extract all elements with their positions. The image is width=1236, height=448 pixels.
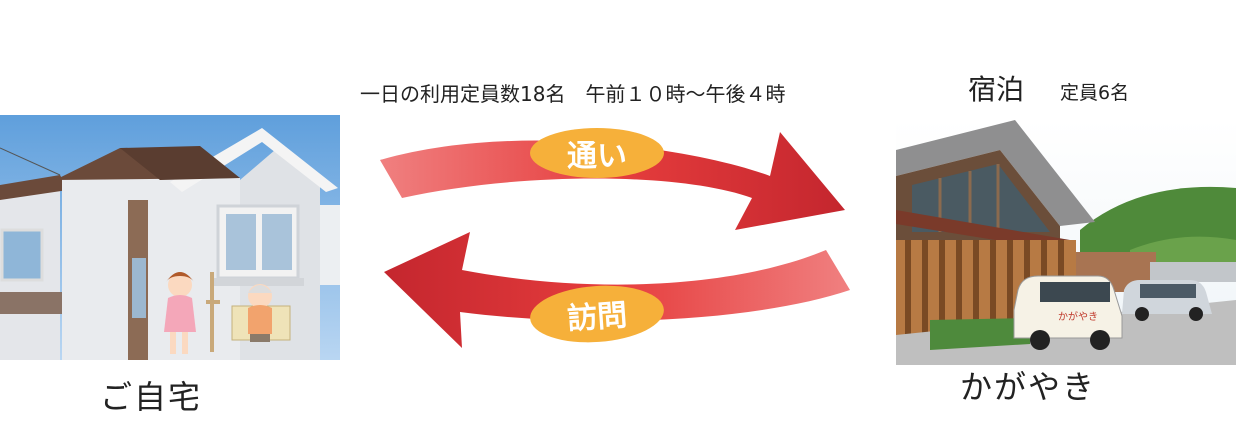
- elder-illustration: [231, 284, 291, 342]
- facility-van-sign: かがやき: [1058, 310, 1098, 323]
- home-label: ご自宅: [100, 378, 203, 416]
- arrow-label-commute: 通い: [530, 128, 664, 178]
- facility-van: かがやき: [1013, 275, 1123, 350]
- stay-title: 宿泊: [968, 73, 1025, 106]
- facility-label: かがやき: [960, 368, 1097, 406]
- facility-van-2: [1122, 280, 1212, 321]
- stay-capacity: 定員6名: [1060, 82, 1130, 104]
- capacity-hours-text: 一日の利用定員数18名 午前１０時～午後４時: [360, 82, 786, 106]
- caregiver-illustration: [164, 272, 220, 354]
- home-photo: [0, 115, 340, 360]
- arrow-to-facility: [380, 132, 845, 230]
- facility-photo: かがやき: [896, 120, 1236, 365]
